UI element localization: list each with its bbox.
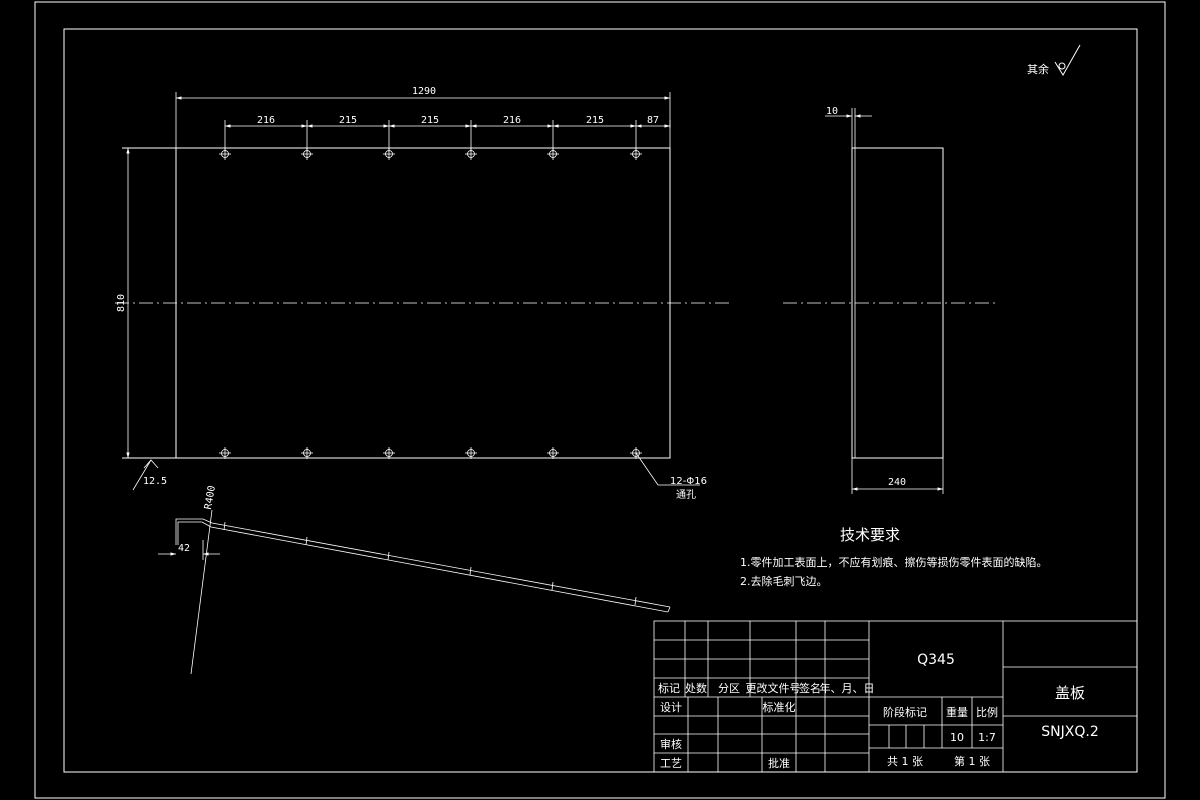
tb-rev-header-zone: 分区 <box>718 682 740 695</box>
tech-req-item-2: 2.去除毛刺飞边。 <box>740 574 828 588</box>
side-width-dim: 240 <box>888 477 906 488</box>
tb-review-label: 审核 <box>660 737 682 751</box>
hole-icon <box>301 148 313 160</box>
hole-callout-leader <box>635 452 700 486</box>
tb-rev-header-docno: 更改文件号 <box>746 681 801 695</box>
tb-rev-header-mark: 标记 <box>658 681 680 695</box>
tb-rev-header-count: 处数 <box>685 682 707 695</box>
tb-standardize-label: 标准化 <box>763 700 796 714</box>
radius-leader <box>190 509 213 675</box>
tb-drawing-number: SNJXQ.2 <box>1041 724 1098 740</box>
hole-icon <box>219 148 231 160</box>
tech-req-item-1: 1.零件加工表面上，不应有划痕、擦伤等损伤零件表面的缺陷。 <box>740 555 1048 569</box>
hole-icon <box>301 447 313 459</box>
front-view: 1290 216 215 215 216 215 87 810 <box>115 86 732 501</box>
roughness-value: 12.5 <box>143 476 167 487</box>
tb-design-label: 设计 <box>660 701 682 714</box>
title-block <box>653 620 1138 773</box>
pitch-dim-2: 215 <box>339 115 357 126</box>
tb-rev-header-sign: 签名 <box>799 681 821 695</box>
bend-radius: R400 <box>203 485 218 511</box>
tb-scale-label: 比例 <box>976 705 998 719</box>
tb-rev-header-date: 年、月、日 <box>820 681 875 695</box>
tb-sheet-no: 第 1 张 <box>954 754 990 768</box>
hole-icon <box>383 148 395 160</box>
pitch-dim-5: 215 <box>586 115 604 126</box>
inner-border <box>63 28 1138 773</box>
tech-req-title: 技术要求 <box>840 526 900 544</box>
tb-stage-mark-label: 阶段标记 <box>883 705 927 719</box>
pitch-dim-4: 216 <box>503 115 521 126</box>
thickness-dim: 10 <box>826 106 838 117</box>
tb-approve-label: 批准 <box>768 756 790 770</box>
bend-profile-lower <box>177 521 669 613</box>
hole-icon <box>547 447 559 459</box>
side-outline <box>851 147 944 459</box>
tb-process-label: 工艺 <box>660 757 682 770</box>
hole-icon <box>630 148 642 160</box>
overall-width-dim: 1290 <box>412 86 436 97</box>
pitch-dim-1: 216 <box>257 115 275 126</box>
tb-weight-label: 重量 <box>946 705 968 719</box>
pitch-dim-6: 87 <box>647 115 659 126</box>
height-dim: 810 <box>116 294 127 312</box>
hole-icon <box>383 447 395 459</box>
roughness-mark-icon <box>132 459 159 491</box>
hole-callout-type: 通孔 <box>676 489 696 501</box>
side-view: 10 240 <box>783 106 998 494</box>
hole-icon <box>465 148 477 160</box>
roughness-symbol-icon <box>1054 44 1081 76</box>
hole-callout-spec: 12-Φ16 <box>670 476 707 487</box>
tb-weight-value: 10 <box>950 731 964 744</box>
surface-note: 其余 <box>1027 62 1049 76</box>
hole-icon <box>219 447 231 459</box>
bend-profile-upper <box>175 518 671 608</box>
outer-border <box>34 1 1166 799</box>
hole-icon <box>547 148 559 160</box>
flange-dim: 42 <box>178 543 190 554</box>
tb-material: Q345 <box>917 652 955 668</box>
tb-total-sheets: 共 1 张 <box>887 755 923 768</box>
bend-view <box>158 509 671 675</box>
hole-icon <box>465 447 477 459</box>
tb-scale-value: 1:7 <box>978 731 996 744</box>
tb-part-name: 盖板 <box>1055 684 1085 702</box>
pitch-dim-3: 215 <box>421 115 439 126</box>
hole-group <box>219 148 642 459</box>
